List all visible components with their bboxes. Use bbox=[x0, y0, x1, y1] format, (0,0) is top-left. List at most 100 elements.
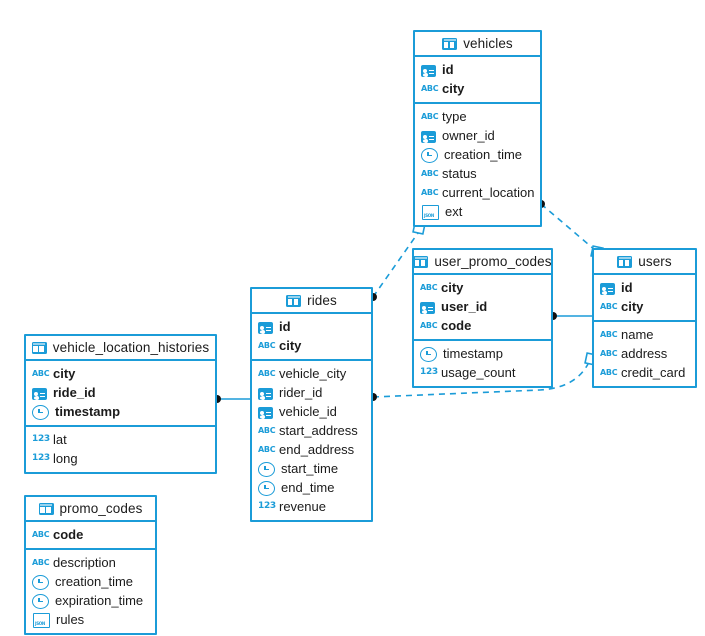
clock-icon bbox=[32, 574, 49, 590]
abc-icon: ABC bbox=[600, 302, 618, 311]
column-name: start_address bbox=[279, 423, 358, 438]
id-card-icon bbox=[421, 130, 436, 143]
clock-icon bbox=[258, 461, 275, 477]
id-card-icon bbox=[421, 64, 436, 77]
column-name: rider_id bbox=[279, 385, 323, 400]
column-row[interactable]: ride_id bbox=[26, 383, 215, 402]
column-name: city bbox=[442, 81, 465, 96]
column-name: city bbox=[621, 299, 644, 314]
relationship-rel-vlh-rides[interactable] bbox=[213, 395, 250, 403]
column-name: id bbox=[442, 62, 454, 77]
column-row[interactable]: creation_time bbox=[415, 145, 540, 164]
abc-icon: ABC bbox=[32, 530, 50, 539]
column-name: id bbox=[621, 280, 633, 295]
table-name: users bbox=[638, 254, 672, 269]
table-header[interactable]: vehicles bbox=[415, 32, 540, 57]
column-row[interactable]: vehicle_id bbox=[252, 402, 371, 421]
column-row[interactable]: user_id bbox=[414, 297, 551, 316]
abc-icon: ABC bbox=[421, 169, 439, 178]
abc-icon: ABC bbox=[600, 330, 618, 339]
column-name: credit_card bbox=[621, 365, 686, 380]
column-row[interactable]: rules bbox=[26, 610, 155, 629]
column-row[interactable]: id bbox=[252, 317, 371, 336]
id-card-icon bbox=[600, 282, 615, 295]
column-name: ext bbox=[445, 204, 463, 219]
relationship-rel-upc-users[interactable] bbox=[549, 312, 592, 320]
abc-icon: ABC bbox=[258, 369, 276, 378]
column-row[interactable]: rider_id bbox=[252, 383, 371, 402]
table-header[interactable]: rides bbox=[252, 289, 371, 314]
column-row[interactable]: end_time bbox=[252, 478, 371, 497]
column-name: timestamp bbox=[443, 346, 503, 361]
column-name: current_location bbox=[442, 185, 535, 200]
table-header[interactable]: users bbox=[594, 250, 695, 275]
column-row[interactable]: start_time bbox=[252, 459, 371, 478]
column-row[interactable]: creation_time bbox=[26, 572, 155, 591]
column-name: owner_id bbox=[442, 128, 495, 143]
id-card-icon bbox=[32, 387, 47, 400]
column-name: creation_time bbox=[55, 574, 134, 589]
abc-icon: ABC bbox=[32, 558, 50, 567]
column-name: vehicle_city bbox=[279, 366, 347, 381]
table-name: vehicle_location_histories bbox=[52, 340, 210, 355]
clock-icon bbox=[32, 593, 49, 609]
column-row[interactable]: timestamp bbox=[414, 344, 551, 363]
table-header[interactable]: user_promo_codes bbox=[413, 250, 551, 275]
abc-icon: ABC bbox=[600, 349, 618, 358]
table-header[interactable]: vehicle_location_histories bbox=[26, 336, 215, 361]
column-name: city bbox=[53, 366, 76, 381]
number-icon: 123 bbox=[420, 367, 438, 377]
abc-icon: ABC bbox=[258, 426, 276, 435]
column-name: user_id bbox=[441, 299, 488, 314]
column-name: rules bbox=[56, 612, 85, 627]
column-name: end_time bbox=[281, 480, 335, 495]
table-name: vehicles bbox=[463, 36, 513, 51]
column-row[interactable]: timestamp bbox=[26, 402, 215, 421]
table-header[interactable]: promo_codes bbox=[26, 497, 155, 522]
column-row[interactable]: id bbox=[415, 60, 540, 79]
table-name: promo_codes bbox=[59, 501, 143, 516]
column-row[interactable]: ext bbox=[415, 202, 540, 221]
column-row[interactable]: owner_id bbox=[415, 126, 540, 145]
abc-icon: ABC bbox=[420, 321, 438, 330]
id-card-icon bbox=[258, 387, 273, 400]
table-icon bbox=[286, 294, 302, 307]
column-row[interactable]: id bbox=[594, 278, 695, 297]
column-row[interactable]: expiration_time bbox=[26, 591, 155, 610]
